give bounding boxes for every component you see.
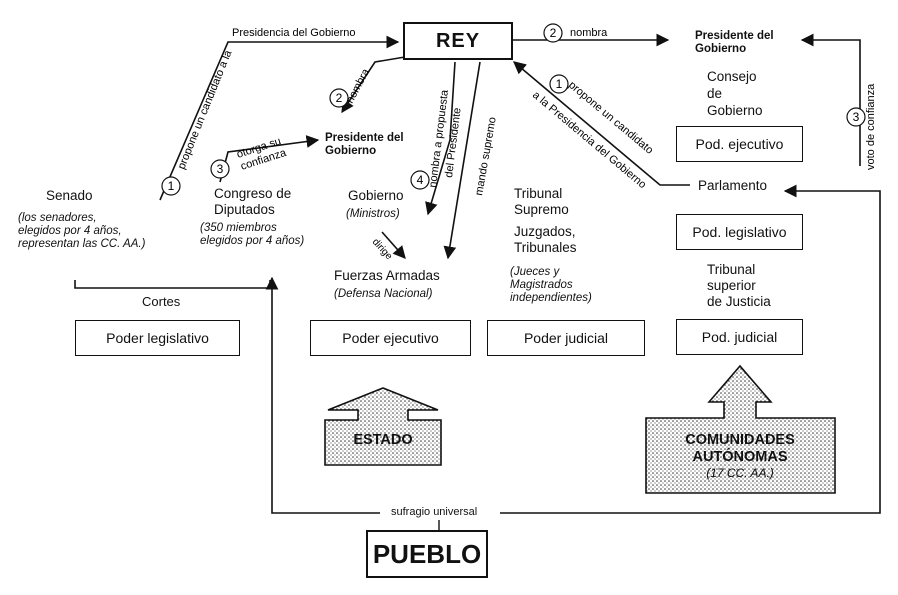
presidente-center-line2: Gobierno xyxy=(325,145,377,157)
comunidades-line2: AUTÓNOMAS xyxy=(692,449,788,465)
step3-left: 3 xyxy=(217,162,224,176)
pueblo-label: PUEBLO xyxy=(372,538,482,569)
poder-legislativo-label: Poder legislativo xyxy=(106,330,209,346)
defensa-nacional: (Defensa Nacional) xyxy=(334,288,433,300)
congreso-detail: (350 miembros elegidos por 4 años) xyxy=(200,222,304,248)
step4: 4 xyxy=(417,173,424,187)
jueces-line2: Magistrados xyxy=(510,279,573,291)
tribunal-superior-line3: de Justicia xyxy=(707,294,771,309)
congreso-de-diputados: Congreso de Diputados xyxy=(214,186,291,218)
step-circles xyxy=(161,23,866,196)
tribunal-supremo-line1: Tribunal xyxy=(514,186,563,201)
consejo-line1: Consejo xyxy=(707,69,757,84)
consejo-line2: de xyxy=(707,86,723,101)
parlamento: Parlamento xyxy=(698,178,768,193)
step2-top: 2 xyxy=(550,26,557,40)
comunidades-arrow-shape xyxy=(645,364,836,494)
arrow-sufragio-right xyxy=(500,184,881,514)
pueblo-box: PUEBLO xyxy=(366,530,488,578)
estado-label: ESTADO xyxy=(353,432,413,448)
nombra-left-label: nombra xyxy=(344,66,373,105)
comunidades-autonomas: COMUNIDADES AUTÓNOMAS (17 CC. AA.) xyxy=(660,432,820,481)
arrow-sufragio-left xyxy=(265,276,380,514)
arrow-dirige xyxy=(381,231,406,259)
poder-ejecutivo-label: Poder ejecutivo xyxy=(342,330,439,346)
congreso-line2: Diputados xyxy=(214,202,275,217)
consejo-line3: Gobierno xyxy=(707,103,763,118)
arrow-rey-to-presidente-center xyxy=(341,56,406,114)
senado-detail-line3: representan las CC. AA.) xyxy=(18,238,146,250)
arrow-voto-confianza xyxy=(800,33,861,166)
presidente-center-line1: Presidente del xyxy=(325,132,404,144)
presidente-center: Presidente del Gobierno xyxy=(325,132,404,158)
pod-judicial-box: Pod. judicial xyxy=(676,319,803,355)
pod-judicial-label: Pod. judicial xyxy=(701,329,778,345)
senado: Senado xyxy=(46,188,93,203)
poder-judicial-box: Poder judicial xyxy=(487,320,645,356)
tribunal-superior-line1: Tribunal xyxy=(707,262,756,277)
tribunal-superior: Tribunal superior de Justicia xyxy=(707,262,771,310)
senado-detail: (los senadores, elegidos por 4 años, rep… xyxy=(18,212,145,251)
senado-detail-line1: (los senadores, xyxy=(18,212,97,224)
poder-judicial-label: Poder judicial xyxy=(523,330,609,346)
jueces-line1: (Jueces y xyxy=(510,266,560,278)
juzgados-tribunales: Juzgados, Tribunales xyxy=(514,224,577,256)
congreso-detail-line1: (350 miembros xyxy=(200,222,277,234)
step2-center: 2 xyxy=(336,91,343,105)
poder-ejecutivo-box: Poder ejecutivo xyxy=(310,320,471,356)
senado-detail-line2: elegidos por 4 años, xyxy=(18,225,122,237)
juzgados-line2: Tribunales xyxy=(514,240,577,255)
arrow-parlamento-to-rey xyxy=(513,61,690,186)
sufragio-universal: sufragio universal xyxy=(388,506,481,518)
arrow-to-rey xyxy=(159,35,400,201)
poder-legislativo-box: Poder legislativo xyxy=(75,320,240,356)
presidente-right: Presidente del Gobierno xyxy=(695,30,774,56)
jueces-line3: independientes) xyxy=(510,292,592,304)
tribunal-supremo: Tribunal Supremo xyxy=(514,186,569,218)
estado-arrow-shape xyxy=(324,387,442,466)
congreso-detail-line2: elegidos por 4 años) xyxy=(200,235,305,247)
rey-label: REY xyxy=(435,29,481,52)
pod-ejecutivo-box: Pod. ejecutivo xyxy=(676,126,803,162)
presidencia-label: Presidencia del Gobierno xyxy=(232,27,356,39)
step1-right: 1 xyxy=(556,77,563,91)
arrow-mando-supremo xyxy=(443,61,481,260)
voto-confianza-label: voto de confianza xyxy=(865,83,877,170)
cortes-label: Cortes xyxy=(142,294,181,309)
rey-box: REY xyxy=(403,22,513,60)
consejo-de-gobierno: Consejo de Gobierno xyxy=(707,68,763,119)
cortes-bracket xyxy=(74,280,271,289)
mando-supremo-label: mando supremo xyxy=(473,116,499,196)
presidente-right-line1: Presidente del xyxy=(695,30,774,42)
comunidades-line1: COMUNIDADES xyxy=(685,432,795,448)
comunidades-line3: (17 CC. AA.) xyxy=(706,466,774,480)
presidente-right-line2: Gobierno xyxy=(695,43,747,55)
gobierno: Gobierno xyxy=(348,188,404,203)
propone-candidato-left: propone un candidato a la xyxy=(176,48,235,171)
step-numbers: 2 2 3 1 4 1 3 xyxy=(168,26,860,193)
pod-ejecutivo-label: Pod. ejecutivo xyxy=(695,136,784,152)
nombra-right-label: nombra xyxy=(570,27,608,39)
pod-legislativo-label: Pod. legislativo xyxy=(692,224,787,240)
tribunal-supremo-line2: Supremo xyxy=(514,202,569,217)
tribunal-superior-line2: superior xyxy=(707,278,756,293)
ministros: (Ministros) xyxy=(346,208,400,220)
pod-legislativo-box: Pod. legislativo xyxy=(676,214,803,250)
juzgados-line1: Juzgados, xyxy=(514,224,576,239)
fuerzas-armadas: Fuerzas Armadas xyxy=(334,268,440,283)
jueces-magistrados: (Jueces y Magistrados independientes) xyxy=(510,266,592,305)
step3-right: 3 xyxy=(853,110,860,124)
arrow-nombra-gobierno xyxy=(425,61,456,216)
dirige-label: dirige xyxy=(370,237,395,263)
congreso-line1: Congreso de xyxy=(214,186,292,201)
step1-left: 1 xyxy=(168,179,175,193)
